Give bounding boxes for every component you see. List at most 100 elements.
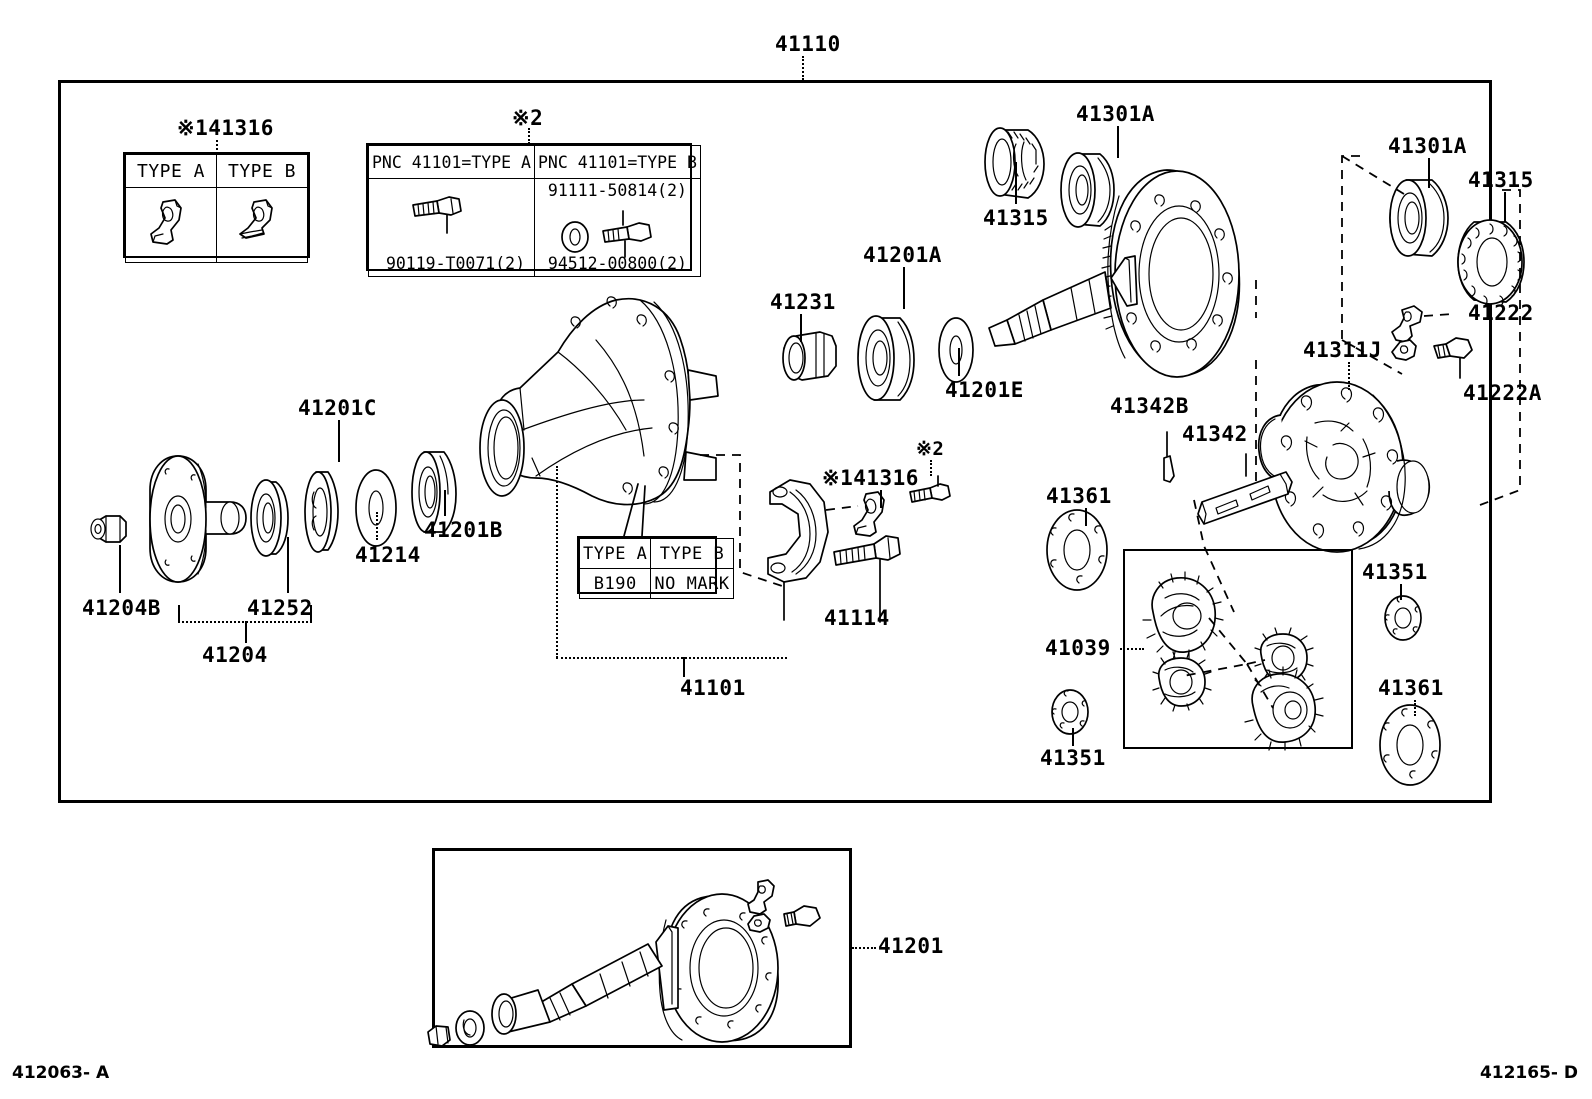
leader-41351-left bbox=[1072, 728, 1074, 746]
shaft-41342-icon bbox=[1197, 453, 1293, 525]
screw-41222A-icon bbox=[1433, 337, 1473, 379]
callout-41222A: 41222A bbox=[1463, 381, 1542, 405]
callout-41201E: 41201E bbox=[945, 378, 1024, 402]
callout-41301A-left: 41301A bbox=[1076, 102, 1155, 126]
leader-41204-right bbox=[310, 605, 312, 622]
bracket-type-a-icon bbox=[150, 198, 182, 245]
leader-41301A-right bbox=[1428, 158, 1430, 188]
bearing-cap-dashed-leaders bbox=[700, 454, 783, 587]
footer-left-code: 412063- A bbox=[12, 1063, 110, 1083]
pin-41342B-icon bbox=[1163, 431, 1175, 483]
mark-header-type-a: TYPE A bbox=[578, 538, 652, 569]
callout-141316-top: ※141316 bbox=[177, 116, 274, 140]
washer-41201E-icon bbox=[938, 317, 974, 383]
pnc-header-type-a: PNC 41101=TYPE A bbox=[368, 145, 535, 179]
leader-41214 bbox=[376, 512, 378, 540]
leader-41039 bbox=[1120, 648, 1144, 650]
callout-41315-right: 41315 bbox=[1468, 168, 1534, 192]
side-gear-lower-right-icon bbox=[1244, 666, 1324, 751]
callout-41214: 41214 bbox=[355, 543, 421, 567]
callout-141316-center: ※141316 bbox=[822, 466, 919, 490]
callout-41110: 41110 bbox=[775, 32, 841, 56]
callout-41201B: 41201B bbox=[424, 518, 503, 542]
leader-41101-bracket bbox=[556, 657, 787, 659]
leader-41204B bbox=[119, 545, 121, 593]
pinion-gear-lower-left-icon bbox=[1152, 651, 1212, 712]
differential-case-41311J-art bbox=[1257, 381, 1431, 553]
mark-value-type-b: NO MARK bbox=[650, 568, 734, 599]
bracket-type-b-cell bbox=[216, 187, 308, 263]
bracket-141316-icon bbox=[853, 491, 885, 537]
ring-gear-to-case-dashed bbox=[1255, 280, 1257, 505]
callout-41301A-right: 41301A bbox=[1388, 134, 1467, 158]
housing-bolt-bosses bbox=[570, 296, 679, 495]
mark-type-table: TYPE A TYPE B B190 NO MARK bbox=[577, 536, 734, 599]
callout-41342B: 41342B bbox=[1110, 394, 1189, 418]
bearing-41301A-left-icon bbox=[1060, 152, 1115, 228]
callout-41361-top: 41361 bbox=[1046, 484, 1112, 508]
callout-asterisk-2-center: ※2 bbox=[916, 438, 945, 460]
mark-value-type-a: B190 bbox=[578, 568, 652, 599]
bolt-washer-type-b-icon bbox=[561, 210, 652, 258]
right-bearing-group-art bbox=[1389, 179, 1525, 379]
lock-washer-41315-right-icon bbox=[1457, 219, 1525, 307]
callout-41039: 41039 bbox=[1045, 636, 1111, 660]
callout-41231: 41231 bbox=[770, 290, 836, 314]
bearing-cap-group-art bbox=[767, 475, 951, 623]
lock-washer-41315-icon bbox=[984, 127, 1045, 199]
bolt-asterisk2-icon bbox=[909, 475, 951, 503]
pnc-header-type-b: PNC 41101=TYPE B bbox=[533, 145, 701, 179]
nut-41204B-icon bbox=[90, 515, 127, 543]
sleeve-41231-icon bbox=[782, 331, 837, 381]
carrier-housing-41101-art bbox=[479, 296, 719, 506]
leader-41301A-left bbox=[1117, 126, 1119, 158]
mark-header-type-b: TYPE B bbox=[650, 538, 734, 569]
leader-41351-right bbox=[1400, 584, 1402, 600]
callout-41201C: 41201C bbox=[298, 396, 377, 420]
callout-41101: 41101 bbox=[680, 676, 746, 700]
sub-assembly-frame-41201 bbox=[432, 848, 852, 1048]
footer-right-code: 412165- D bbox=[1479, 1063, 1578, 1083]
gear-set-41039-art bbox=[1142, 571, 1324, 751]
leader-asterisk-2-top bbox=[528, 128, 530, 144]
callout-41252: 41252 bbox=[247, 596, 313, 620]
leader-41101-left bbox=[556, 466, 558, 658]
mark-table-leaders bbox=[623, 483, 646, 537]
pnc-type-b-part-top: 91111-50814(2) bbox=[547, 181, 687, 200]
leader-41252 bbox=[287, 537, 289, 593]
callout-41351-right: 41351 bbox=[1362, 560, 1428, 584]
bracket-type-header-a: TYPE A bbox=[125, 154, 217, 188]
clip-41222-icon bbox=[1391, 305, 1423, 361]
bearing-41201A-icon bbox=[857, 315, 915, 401]
leader-41101-stem bbox=[683, 657, 685, 677]
pinion-small-parts-art bbox=[782, 315, 974, 401]
washer-41361-bottom-art bbox=[1379, 704, 1441, 786]
pinion-shaft-group-art bbox=[1163, 431, 1293, 525]
callout-41114: 41114 bbox=[824, 606, 890, 630]
leader-41201A bbox=[903, 267, 905, 309]
callout-41311J: 41311J bbox=[1303, 338, 1382, 362]
pnc-type-b-cell: 91111-50814(2) 94512-00800(2) bbox=[533, 178, 701, 277]
seal-41252-icon bbox=[250, 479, 289, 557]
bracket-type-b-icon bbox=[239, 198, 273, 239]
bearing-41201C-icon bbox=[304, 471, 339, 553]
sub-assembly-41201-art bbox=[427, 879, 821, 1047]
leader-41204-stem bbox=[245, 621, 247, 643]
diff-assembly-dashed-outline bbox=[1341, 155, 1521, 506]
leader-41110 bbox=[802, 56, 804, 80]
leader-41204-bracket bbox=[178, 621, 312, 623]
leader-141316-center bbox=[880, 490, 882, 508]
callout-41351-left: 41351 bbox=[1040, 746, 1106, 770]
leader-41201C bbox=[338, 420, 340, 462]
washer-41214-icon bbox=[355, 469, 397, 547]
bolt-type-a-icon bbox=[412, 196, 462, 234]
callout-41201-bottom: 41201 bbox=[878, 934, 944, 958]
callout-asterisk-2-top: ※2 bbox=[512, 106, 544, 130]
callout-41222: 41222 bbox=[1468, 301, 1534, 325]
leader-41315-right bbox=[1504, 192, 1506, 222]
drive-pinion-ring-gear-art bbox=[988, 169, 1241, 378]
pnc-type-a-cell: 90119-T0071(2) bbox=[368, 178, 535, 277]
leader-41204-left bbox=[178, 605, 180, 622]
pnc-type-a-part: 90119-T0071(2) bbox=[385, 254, 526, 273]
